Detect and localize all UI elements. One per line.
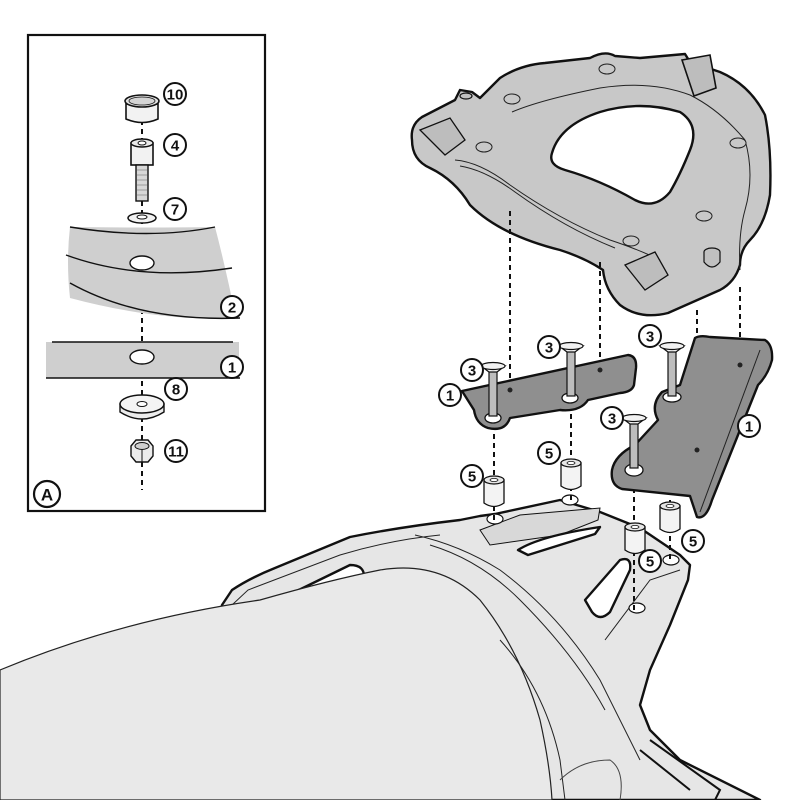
svg-text:11: 11 xyxy=(168,444,184,461)
rear-rack-and-seat xyxy=(0,494,762,800)
bracket-section-part xyxy=(46,341,240,379)
svg-text:1: 1 xyxy=(745,419,753,436)
svg-text:10: 10 xyxy=(167,87,184,104)
bolt-part xyxy=(130,138,154,202)
callout-3-c: 3 xyxy=(638,324,662,348)
washer-part xyxy=(127,212,157,224)
spacer-4 xyxy=(659,501,681,534)
screw-3 xyxy=(658,341,686,397)
svg-text:4: 4 xyxy=(171,138,180,155)
svg-text:3: 3 xyxy=(545,340,553,357)
svg-text:1: 1 xyxy=(446,388,454,405)
callout-4: 4 xyxy=(163,133,187,157)
rack-section-part xyxy=(65,226,241,320)
svg-text:2: 2 xyxy=(228,300,236,317)
callout-5-d: 5 xyxy=(681,529,705,553)
callout-3-a: 3 xyxy=(460,358,484,382)
top-case-mounting-plate xyxy=(410,52,772,317)
main-callouts: 3 3 3 3 1 1 5 5 5 5 xyxy=(438,324,761,573)
svg-text:5: 5 xyxy=(468,469,476,486)
callout-3-b: 3 xyxy=(537,335,561,359)
detail-label-a: A xyxy=(32,479,62,509)
svg-text:A: A xyxy=(41,486,53,505)
right-bracket xyxy=(610,335,774,519)
callout-10: 10 xyxy=(163,82,187,106)
spacer-2 xyxy=(560,458,582,491)
callout-5-a: 5 xyxy=(460,464,484,488)
callout-2: 2 xyxy=(220,295,244,319)
spacer-1 xyxy=(483,475,505,508)
callout-7: 7 xyxy=(163,197,187,221)
cap-part xyxy=(124,94,160,124)
callout-8: 8 xyxy=(164,377,188,401)
callout-3-d: 3 xyxy=(600,406,624,430)
callout-11: 11 xyxy=(164,439,188,463)
callout-1-detail: 1 xyxy=(220,355,244,379)
svg-text:8: 8 xyxy=(172,382,180,399)
callout-1-left-bracket: 1 xyxy=(438,383,462,407)
left-bracket xyxy=(460,353,638,431)
spacers xyxy=(483,458,681,555)
callout-1-right-bracket: 1 xyxy=(737,414,761,438)
svg-text:5: 5 xyxy=(689,534,697,551)
svg-text:1: 1 xyxy=(228,360,236,377)
detail-view-a: 10 4 7 2 1 8 11 A xyxy=(26,33,267,513)
spacer-3 xyxy=(624,522,646,555)
svg-text:7: 7 xyxy=(171,202,179,219)
svg-text:5: 5 xyxy=(545,446,553,463)
svg-text:3: 3 xyxy=(608,411,616,428)
svg-text:5: 5 xyxy=(646,554,654,571)
callout-5-b: 5 xyxy=(537,441,561,465)
hex-nut-part xyxy=(130,439,154,463)
svg-text:3: 3 xyxy=(646,329,654,346)
large-washer-part xyxy=(119,394,165,420)
callout-5-c: 5 xyxy=(638,549,662,573)
svg-text:3: 3 xyxy=(468,363,476,380)
